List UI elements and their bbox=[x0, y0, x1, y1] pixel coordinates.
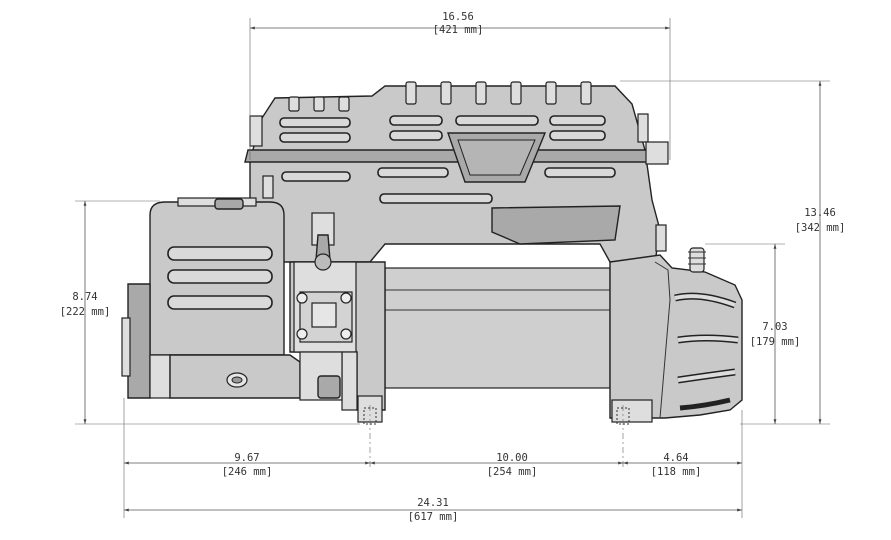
dim-left-offset-mm: [246 mm] bbox=[222, 466, 273, 478]
dim-left-offset-value: 9.67 bbox=[234, 452, 259, 464]
dim-right-offset-value: 4.64 bbox=[663, 452, 688, 464]
right-foot bbox=[611, 399, 653, 423]
dim-mount-spacing-mm: [254 mm] bbox=[487, 466, 538, 478]
dim-motor-height-mm: [222 mm] bbox=[60, 306, 111, 318]
dim-top-width-mm: [421 mm] bbox=[433, 24, 484, 36]
motor-end-cap bbox=[127, 283, 151, 399]
side-panel bbox=[491, 205, 621, 245]
gearbox-ribs bbox=[674, 292, 739, 411]
dimension-lines bbox=[75, 18, 830, 518]
dim-top-width-value: 16.56 bbox=[442, 11, 474, 23]
dim-right-offset-mm: [118 mm] bbox=[651, 466, 702, 478]
dim-overall-length-mm: [617 mm] bbox=[408, 511, 459, 523]
dim-gearbox-height-value: 7.03 bbox=[762, 321, 787, 333]
dim-overall-height-value: 13.46 bbox=[804, 207, 836, 219]
drum bbox=[384, 267, 611, 389]
top-lugs bbox=[288, 81, 592, 112]
dim-gearbox-height-mm: [179 mm] bbox=[750, 336, 801, 348]
dim-overall-height-mm: [342 mm] bbox=[795, 222, 846, 234]
dim-overall-length-value: 24.31 bbox=[417, 497, 449, 509]
cover-lip bbox=[244, 149, 662, 163]
winch-body bbox=[121, 81, 743, 470]
breather-fitting bbox=[689, 247, 705, 273]
dimension-labels: 16.56 [421 mm] 13.46 [342 mm] 7.03 [179 … bbox=[60, 11, 846, 523]
dim-mount-spacing-value: 10.00 bbox=[496, 452, 528, 464]
dim-motor-height-value: 8.74 bbox=[72, 291, 97, 303]
cover-slots bbox=[279, 115, 616, 204]
